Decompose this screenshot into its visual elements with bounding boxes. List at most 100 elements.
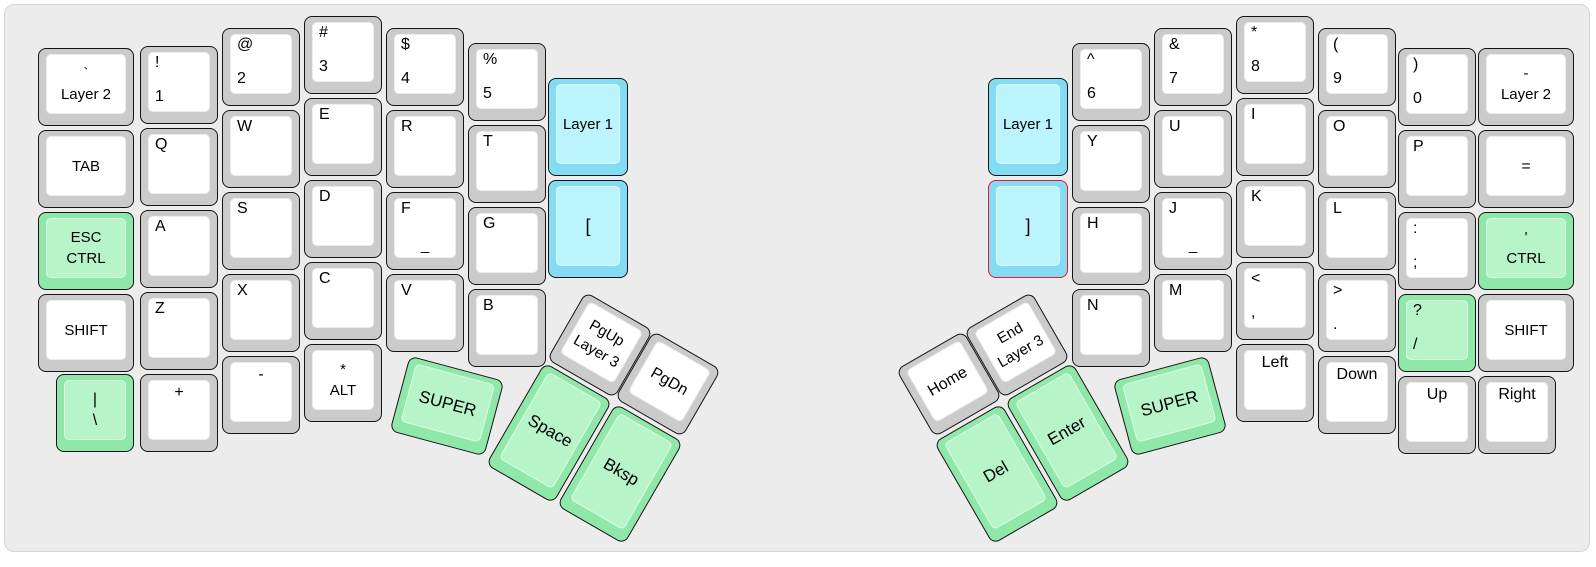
key-layer1-left[interactable]: Layer 1 (548, 78, 628, 176)
key-s[interactable]: S (222, 192, 300, 270)
key-legends: ?/ (1407, 301, 1467, 359)
key-legend: ESC (70, 229, 102, 246)
key-amp-7[interactable]: &7 (1154, 28, 1232, 106)
key-paren-0[interactable]: )0 (1398, 48, 1476, 126)
key-right-bracket[interactable]: ] (988, 180, 1068, 278)
key-star-alt[interactable]: *ALT (304, 344, 382, 422)
key-h[interactable]: H (1072, 207, 1150, 285)
key-quote-ctrl[interactable]: 'CTRL (1478, 212, 1574, 290)
keycap-top: !1 (148, 52, 210, 112)
keycap-top: ] (996, 186, 1060, 266)
key-legends: [ (557, 187, 619, 265)
key-legends: E (313, 105, 373, 163)
key-legends: W (231, 117, 291, 175)
key-b[interactable]: B (468, 289, 546, 367)
key-less-comma[interactable]: <, (1236, 262, 1314, 340)
key-arrow-left[interactable]: Left (1236, 344, 1314, 422)
key-v[interactable]: V (386, 274, 464, 352)
key-plus[interactable]: + (140, 374, 218, 452)
key-f[interactable]: F_ (386, 192, 464, 270)
key-shift-left[interactable]: SHIFT (38, 294, 134, 372)
key-asterisk-8[interactable]: *8 (1236, 16, 1314, 94)
key-legend: Layer 2 (1500, 86, 1552, 103)
key-z[interactable]: Z (140, 292, 218, 370)
key-d[interactable]: D (304, 180, 382, 258)
key-left-bracket[interactable]: [ (548, 180, 628, 278)
key-legends: P (1407, 137, 1467, 195)
keycap-top: <, (1244, 268, 1306, 328)
key-c[interactable]: C (304, 262, 382, 340)
key-g[interactable]: G (468, 207, 546, 285)
keycap-top: 'CTRL (1486, 218, 1566, 278)
key-legend: 3 (319, 58, 328, 76)
key-u[interactable]: U (1154, 110, 1232, 188)
key-x[interactable]: X (222, 274, 300, 352)
key-legends: N (1081, 296, 1141, 354)
key-k[interactable]: K (1236, 180, 1314, 258)
key-legend: PgDn (647, 364, 692, 399)
key-p[interactable]: P (1398, 130, 1476, 208)
key-arrow-up[interactable]: Up (1398, 376, 1476, 454)
key-o[interactable]: O (1318, 110, 1396, 188)
key-y[interactable]: Y (1072, 125, 1150, 203)
key-exclam-1[interactable]: !1 (140, 46, 218, 124)
keycap-top: L (1326, 198, 1388, 258)
key-question-slash[interactable]: ?/ (1398, 294, 1476, 372)
key-legend: * (1251, 24, 1258, 41)
key-caret-6[interactable]: ^6 (1072, 43, 1150, 121)
key-paren-9[interactable]: (9 (1318, 28, 1396, 106)
key-equals[interactable]: = (1478, 130, 1574, 208)
key-arrow-right[interactable]: Right (1478, 376, 1556, 454)
key-legends: B (477, 296, 537, 354)
key-layer1-right[interactable]: Layer 1 (988, 78, 1068, 176)
key-legends: Layer 1 (997, 85, 1059, 163)
homing-mark: _ (1188, 237, 1198, 255)
key-legend: Right (1498, 386, 1536, 403)
key-legend: Home (924, 363, 971, 400)
key-legends: U (1163, 117, 1223, 175)
key-legends: M (1163, 281, 1223, 339)
key-arrow-down[interactable]: Down (1318, 356, 1396, 434)
key-a[interactable]: A (140, 210, 218, 288)
keycap-top: %5 (476, 49, 538, 109)
key-i[interactable]: I (1236, 98, 1314, 176)
key-at-2[interactable]: @2 (222, 28, 300, 106)
key-r[interactable]: R (386, 110, 464, 188)
key-dash-layer2[interactable]: - Layer 2 (1478, 48, 1574, 126)
keycap-top: I (1244, 104, 1306, 164)
key-q[interactable]: Q (140, 128, 218, 206)
key-n[interactable]: N (1072, 289, 1150, 367)
key-m[interactable]: M (1154, 274, 1232, 352)
key-legends: I (1245, 105, 1305, 163)
key-colon-semicolon[interactable]: :; (1398, 212, 1476, 290)
key-grave-layer2[interactable]: `Layer 2 (38, 48, 134, 126)
keycap-top: C (312, 268, 374, 328)
key-j[interactable]: J_ (1154, 192, 1232, 270)
key-greater-period[interactable]: >. (1318, 274, 1396, 352)
key-percent-5[interactable]: %5 (468, 43, 546, 121)
key-t[interactable]: T (468, 125, 546, 203)
key-legends: R (395, 117, 455, 175)
keycap-top: J_ (1162, 198, 1224, 258)
key-legend: 7 (1169, 70, 1178, 88)
key-e[interactable]: E (304, 98, 382, 176)
key-dollar-4[interactable]: $4 (386, 28, 464, 106)
key-pipe-backslash[interactable]: |\ (56, 374, 134, 452)
key-legend: X (237, 282, 248, 299)
key-legend: - (1523, 65, 1529, 82)
key-tab[interactable]: TAB (38, 130, 134, 208)
key-legends: G (477, 214, 537, 272)
keycap-top: @2 (230, 34, 292, 94)
key-w[interactable]: W (222, 110, 300, 188)
key-l[interactable]: L (1318, 192, 1396, 270)
key-shift-right[interactable]: SHIFT (1478, 294, 1574, 372)
key-legend: ; (1413, 254, 1418, 272)
key-legend: T (483, 133, 493, 150)
key-hash-3[interactable]: #3 (304, 16, 382, 94)
key-legend: B (483, 297, 494, 314)
keycap-top: Q (148, 134, 210, 194)
key-minus[interactable]: - (222, 356, 300, 434)
